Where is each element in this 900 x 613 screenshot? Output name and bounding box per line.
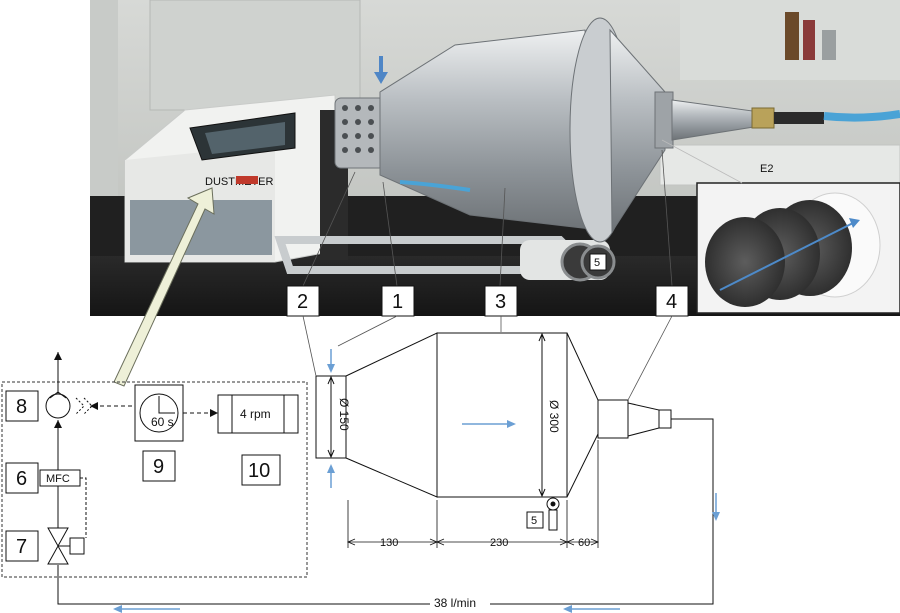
callout-10: 10 — [248, 460, 270, 482]
drum-outlet-cone — [609, 28, 666, 234]
leader-1 — [382, 181, 398, 287]
inlet-holes — [342, 105, 374, 153]
air-hose — [823, 110, 900, 122]
reagent-bottle — [803, 20, 815, 60]
callout-4: 4 — [666, 291, 677, 313]
dim-300: Ø 300 — [547, 400, 561, 433]
inset-flow-head — [849, 218, 860, 228]
callout-5-photo-box — [589, 253, 607, 271]
reagent-bottle — [822, 30, 836, 60]
drum-flow-head — [507, 420, 516, 428]
pump-exhaust-head — [54, 352, 62, 360]
callout-3: 3 — [495, 291, 506, 313]
callout-4-box — [655, 285, 689, 317]
leader-3 — [499, 187, 506, 287]
leader-2 — [302, 171, 356, 287]
callout-6: 6 — [16, 468, 27, 490]
valve-actuator — [69, 537, 85, 555]
flow-rate-label: 38 l/min — [434, 596, 476, 610]
maker-badge — [236, 176, 258, 184]
dim-130: 130 — [380, 537, 398, 549]
screen-pointer-arrow — [113, 187, 215, 387]
callout-5-photo: 5 — [594, 257, 600, 269]
drawer-unit — [659, 144, 900, 186]
leader-4-schematic — [627, 315, 673, 401]
purge-hose — [399, 180, 471, 192]
rotating-drum-photo — [334, 17, 900, 243]
control-enclosure — [1, 381, 308, 578]
flow-label-bg — [430, 595, 490, 611]
inlet-arrow-bottom-head — [327, 464, 335, 473]
schematic: Ø 150 Ø 300 130 230 60 5 — [1, 332, 720, 613]
callout-6-box — [5, 462, 39, 494]
outlet-port — [658, 409, 672, 429]
callout-2: 2 — [297, 291, 308, 313]
leader-inset — [661, 139, 743, 184]
callout-10-box — [241, 454, 281, 486]
photograph: E2 DUSTMETER 5 — [90, 0, 900, 316]
drawer-label: E2 — [760, 163, 773, 175]
motor-box — [217, 394, 299, 434]
black-fitting — [774, 112, 824, 124]
callout-8-box — [5, 390, 39, 422]
callout-5: 5 — [531, 515, 537, 527]
outlet-taper — [627, 402, 660, 437]
drum-inlet-cone — [345, 332, 438, 498]
leader-2-schematic — [302, 315, 317, 377]
drum-schematic — [315, 332, 672, 498]
callout-2-box — [286, 285, 320, 317]
roller-hub — [550, 501, 556, 507]
leader-1-schematic — [337, 315, 398, 347]
return-arrow-left-head — [563, 605, 572, 613]
pump-coupling — [75, 397, 93, 415]
leader-4 — [661, 149, 673, 287]
filter-disc — [705, 217, 785, 307]
roller-stand — [548, 509, 558, 531]
dim-60: 60 — [578, 537, 590, 549]
mfc-label: MFC — [46, 473, 70, 485]
timer-hands — [158, 396, 175, 414]
callout-5-box — [526, 511, 544, 529]
drum-body — [436, 332, 568, 498]
inlet-flow-marker-head — [374, 72, 388, 84]
wall-cabinet — [149, 0, 361, 111]
motor-rpm-label: 4 rpm — [240, 407, 271, 421]
dim-length — [346, 440, 600, 548]
drum-outlet — [597, 399, 629, 439]
callouts: 2 1 3 4 8 6 7 9 10 — [5, 285, 689, 562]
inset-flow-line — [719, 221, 856, 291]
dim-150: Ø 150 — [337, 398, 351, 431]
return-line — [57, 418, 714, 605]
mfc-control-line — [80, 477, 87, 538]
callout-9-box — [142, 450, 176, 482]
timer-label: 60 s — [151, 415, 174, 429]
dim-arrows-300 — [538, 332, 546, 498]
callout-8: 8 — [16, 396, 27, 418]
return-arrow-left-2-head — [113, 605, 122, 613]
callout-7-box — [5, 530, 39, 562]
filter-inset — [696, 182, 900, 314]
leader-lines — [302, 139, 743, 287]
callout-7: 7 — [16, 536, 27, 558]
schematic-leaders — [302, 315, 673, 401]
pump-symbol — [45, 393, 71, 419]
dim-230: 230 — [490, 537, 508, 549]
brass-fitting — [751, 107, 775, 129]
outlet-collar — [654, 91, 674, 149]
timer-signal-head — [90, 402, 98, 410]
callout-9: 9 — [153, 456, 164, 478]
drum-stand: 5 — [274, 236, 616, 282]
callout-1-box — [381, 285, 415, 317]
callout-1: 1 — [392, 291, 403, 313]
dim-arrows-150 — [327, 375, 335, 459]
reagent-bottle — [785, 12, 799, 60]
return-arrow-down-head — [712, 512, 720, 521]
inlet-arrow-top-head — [327, 364, 335, 373]
touchscreen-display — [205, 122, 285, 154]
rpm-signal-head — [210, 409, 218, 417]
drum-outlet-cone — [566, 332, 599, 498]
mfc-flow-head — [54, 420, 62, 428]
